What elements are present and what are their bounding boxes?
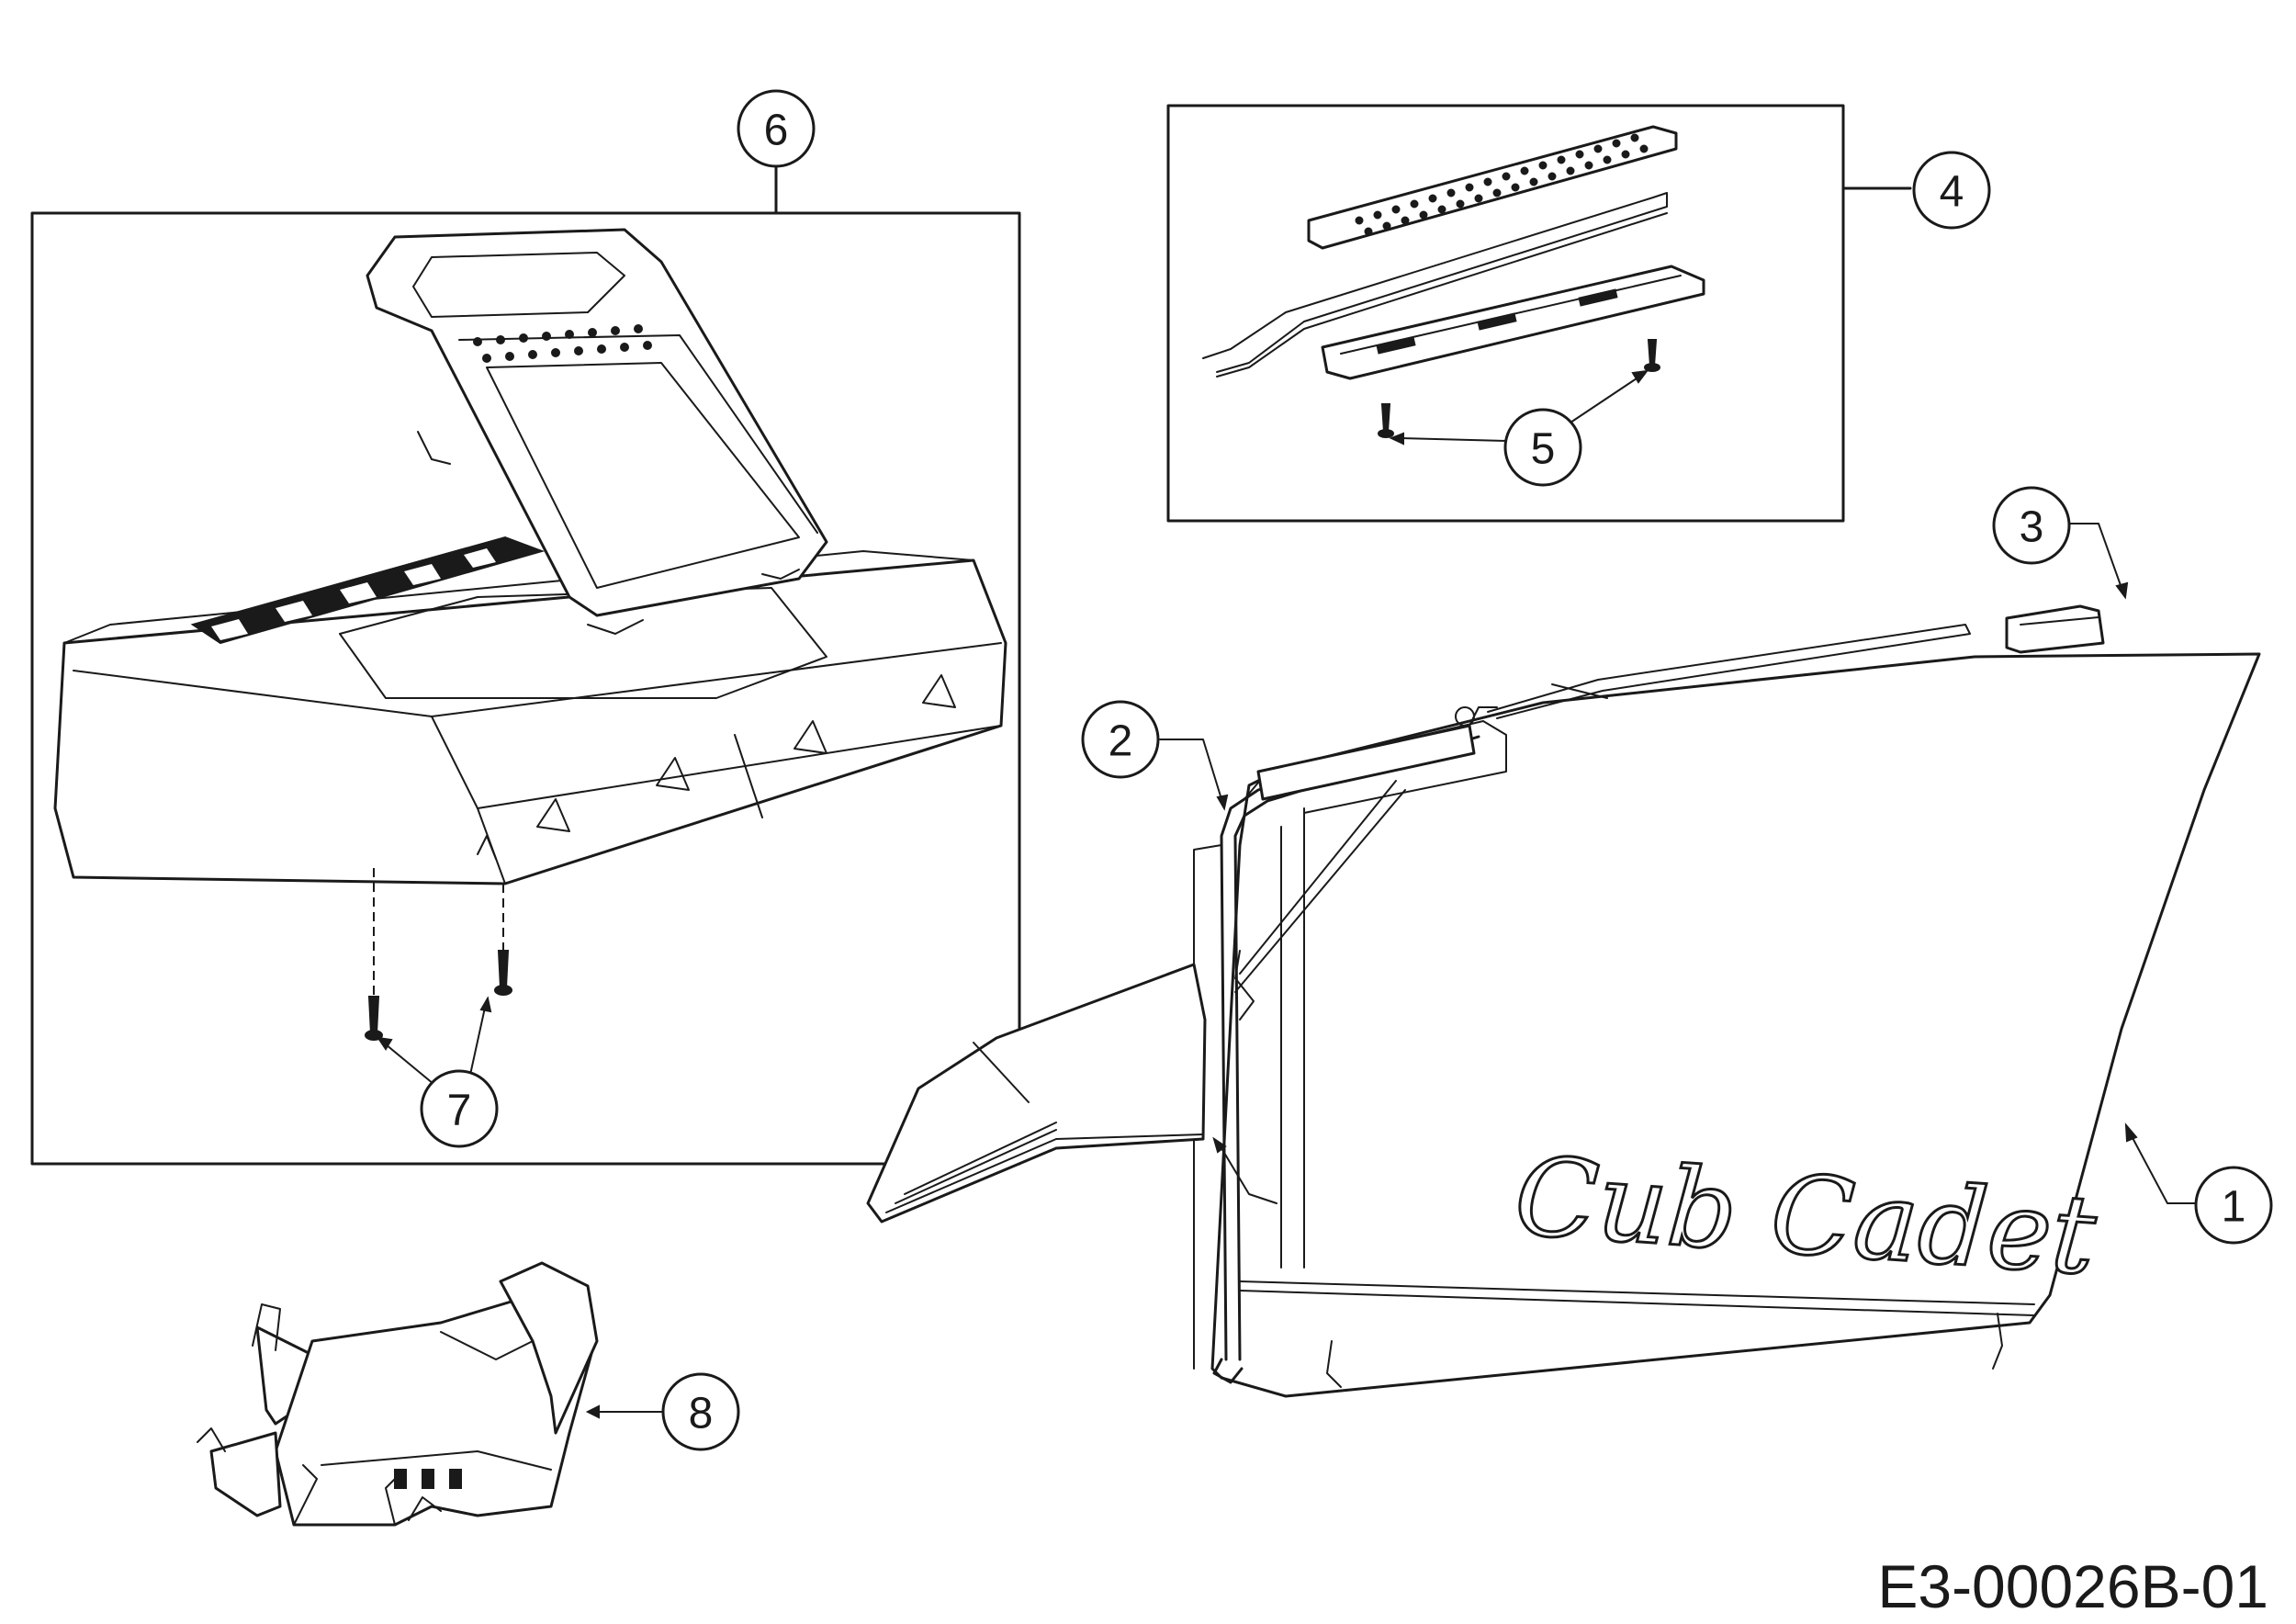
- part-4-grip-bottom: [1321, 265, 1705, 380]
- callout-1: 1: [2194, 1166, 2273, 1245]
- callout-4: 4: [1912, 151, 1991, 230]
- callout-7: 7: [420, 1069, 499, 1148]
- warning-labels: [190, 536, 546, 645]
- callout-1-leader: [1212, 1122, 2196, 1204]
- part-5-screws: [1378, 339, 1660, 438]
- part-2-frame: [1193, 706, 1507, 1384]
- callout-circle: [1992, 486, 2071, 565]
- callout-number: 1: [2222, 1183, 2246, 1232]
- callout-circle: [737, 89, 816, 168]
- callout-3-leader: [2056, 523, 2129, 600]
- bag-spout: [866, 963, 1207, 1224]
- part-6-frame: [30, 164, 1021, 1166]
- callout-8-leader: [585, 1404, 667, 1419]
- callout-number: 6: [764, 107, 789, 155]
- part-7-screws: [365, 868, 512, 1041]
- handle-grip-dots: [473, 324, 652, 363]
- callout-5: 5: [1503, 408, 1582, 487]
- callout-circle: [661, 1372, 740, 1451]
- callout-7-leaders: [376, 996, 492, 1085]
- callout-number: 2: [1109, 717, 1133, 766]
- callout-circle: [1503, 408, 1582, 487]
- callout-2-leader: [1159, 739, 1229, 811]
- callout-circle: [1912, 151, 1991, 230]
- part-6-cover: [53, 536, 1007, 885]
- callout-3: 3: [1992, 486, 2071, 565]
- callout-number: 5: [1531, 425, 1556, 474]
- callout-2: 2: [1081, 700, 1160, 779]
- callout-5-leaders: [1389, 369, 1649, 445]
- callouts: 1 2 3 4 5 6 7 8: [420, 89, 2273, 1451]
- part-4-handle-bar: [1202, 192, 1668, 378]
- part-6-handle: [366, 228, 828, 635]
- callout-circle: [1081, 700, 1160, 779]
- part-4-frame: [1166, 104, 1912, 523]
- drawing-code: E3-00026B-01: [1877, 1552, 2268, 1620]
- part-8-deflector: [197, 1261, 599, 1527]
- callout-8: 8: [661, 1372, 740, 1451]
- callout-number: 3: [2020, 503, 2044, 552]
- callout-circle: [420, 1069, 499, 1148]
- callout-number: 8: [689, 1390, 714, 1438]
- part-4-grip-top: [1307, 125, 1678, 250]
- callout-circle: [2194, 1166, 2273, 1245]
- callout-number: 7: [447, 1087, 472, 1135]
- bag-top-handle: [1487, 624, 1971, 719]
- grip-dots: [1355, 133, 1649, 236]
- callout-6: 6: [737, 89, 816, 168]
- part-3-cap: [2005, 604, 2105, 654]
- callout-number: 4: [1940, 168, 1964, 217]
